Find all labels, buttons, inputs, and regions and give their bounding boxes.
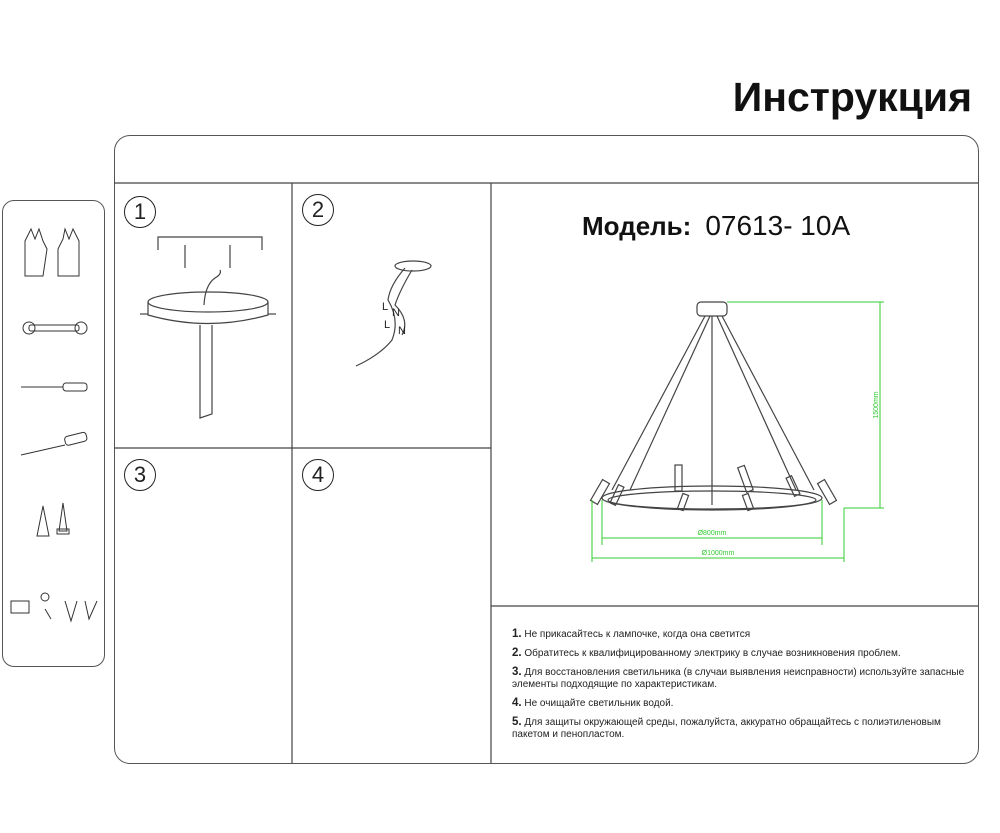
step-number-1: 1 [124,196,156,228]
live-wire-label: L [382,301,388,313]
inner-diameter-dimension: Ø800mm [698,530,727,537]
model-label: Модель: [582,211,692,241]
model-value: 07613- 10A [705,210,851,241]
wrench-icon [22,321,88,335]
step1-drawing [140,236,276,419]
step2-drawing [355,260,432,367]
screwdriver-phillips-icon [20,431,88,456]
tools-panel [2,200,105,667]
anchor-screw-icon [36,502,70,537]
safety-notes: 1. Не прикасайтесь к лампочке, когда она… [512,628,967,747]
gloves-icon [24,227,80,277]
live-wire-label-2: L [384,319,390,331]
note-item: 4. Не очищайте светильник водой. [512,697,674,709]
note-item: 2. Обратитесь к квалифицированному элект… [512,647,901,659]
note-item: 1. Не прикасайтесь к лампочке, когда она… [512,628,751,640]
neutral-wire-label: N [392,307,400,319]
page-title: Инструкция [732,74,972,120]
outer-diameter-dimension: Ø1000mm [702,550,735,557]
neutral-wire-label-2: N [398,325,406,337]
model-heading: Модель: 07613- 10A [582,210,850,242]
instruction-frame [114,135,979,764]
step-number-4: 4 [302,459,334,491]
chandelier-drawing [589,301,838,512]
screwdriver-flat-icon [21,382,88,392]
note-item: 3. Для восстановления светильника (в слу… [512,666,965,690]
step-number-2: 2 [302,194,334,226]
step-number-3: 3 [124,459,156,491]
height-dimension: 1500mm [873,391,880,418]
tools-drawing [10,227,98,623]
small-parts-icon [10,592,98,623]
dimension-lines [591,301,884,562]
note-item: 5. Для защиты окружающей среды, пожалуйс… [512,716,941,740]
